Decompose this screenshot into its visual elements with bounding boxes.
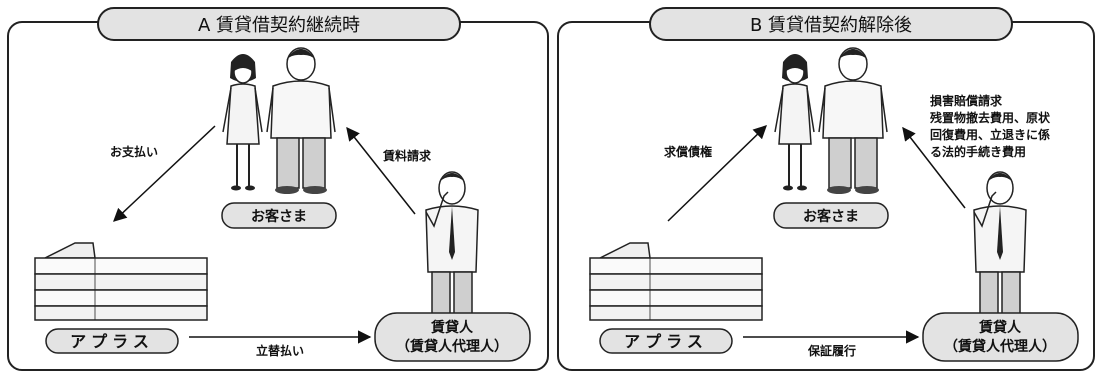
customer-label-b: お客さま [803, 208, 859, 225]
arrow-rent-label-a: 賃料請求 [382, 148, 432, 163]
landlord-sub-label-a: （賃貸人代理人） [396, 338, 508, 355]
damages-line-4: る法的手続き費用 [930, 144, 1026, 159]
company-label-a: アプラス [70, 332, 154, 351]
panel-b-title: B 賃貸借契約解除後 [750, 15, 912, 36]
arrow-advance-label-a: 立替払い [256, 343, 304, 358]
landlord-sub-label-b: （賃貸人代理人） [944, 338, 1056, 355]
arrow-damages-b [902, 126, 966, 209]
arrow-pay-label-a: お支払い [110, 144, 158, 159]
arrow-guarantee-label-b: 保証履行 [807, 343, 856, 358]
company-pill-b [599, 328, 733, 354]
customer-pill-a [221, 202, 337, 229]
damages-line-1: 損害賠償請求 [930, 93, 1003, 108]
arrow-pay-a [113, 125, 216, 222]
customer-pill-b [773, 202, 889, 229]
landlord-pill-b [922, 312, 1079, 362]
arrow-claim-label-b: 求償債権 [664, 144, 712, 159]
panel-a-title-bg [97, 7, 461, 41]
panel-b: B 賃貸借契約解除後 お客さま 賃貸人 （賃貸人代理人） アプラス 求償債権 損… [557, 7, 1095, 371]
panel-a: A 賃貸借契約継続時 お客さま 賃貸人 （賃貸人代理人） アプラス お支払い 賃… [7, 7, 549, 371]
landlord-label-b: 賃貸人 [978, 319, 1022, 336]
damages-line-2: 残置物撤去費用、原状 [930, 110, 1051, 125]
customer-label-a: お客さま [251, 208, 307, 225]
landlord-pill-a [374, 312, 531, 362]
company-label-b: アプラス [624, 332, 708, 351]
panel-b-title-bg [649, 7, 1013, 41]
landlord-label-a: 賃貸人 [430, 319, 474, 336]
damages-line-3: 回復費用、立退きに係 [930, 127, 1050, 142]
arrow-rent-a [346, 126, 416, 215]
panel-a-title: A 賃貸借契約継続時 [198, 15, 360, 36]
company-pill-a [45, 328, 179, 354]
arrow-claim-b [667, 125, 767, 222]
